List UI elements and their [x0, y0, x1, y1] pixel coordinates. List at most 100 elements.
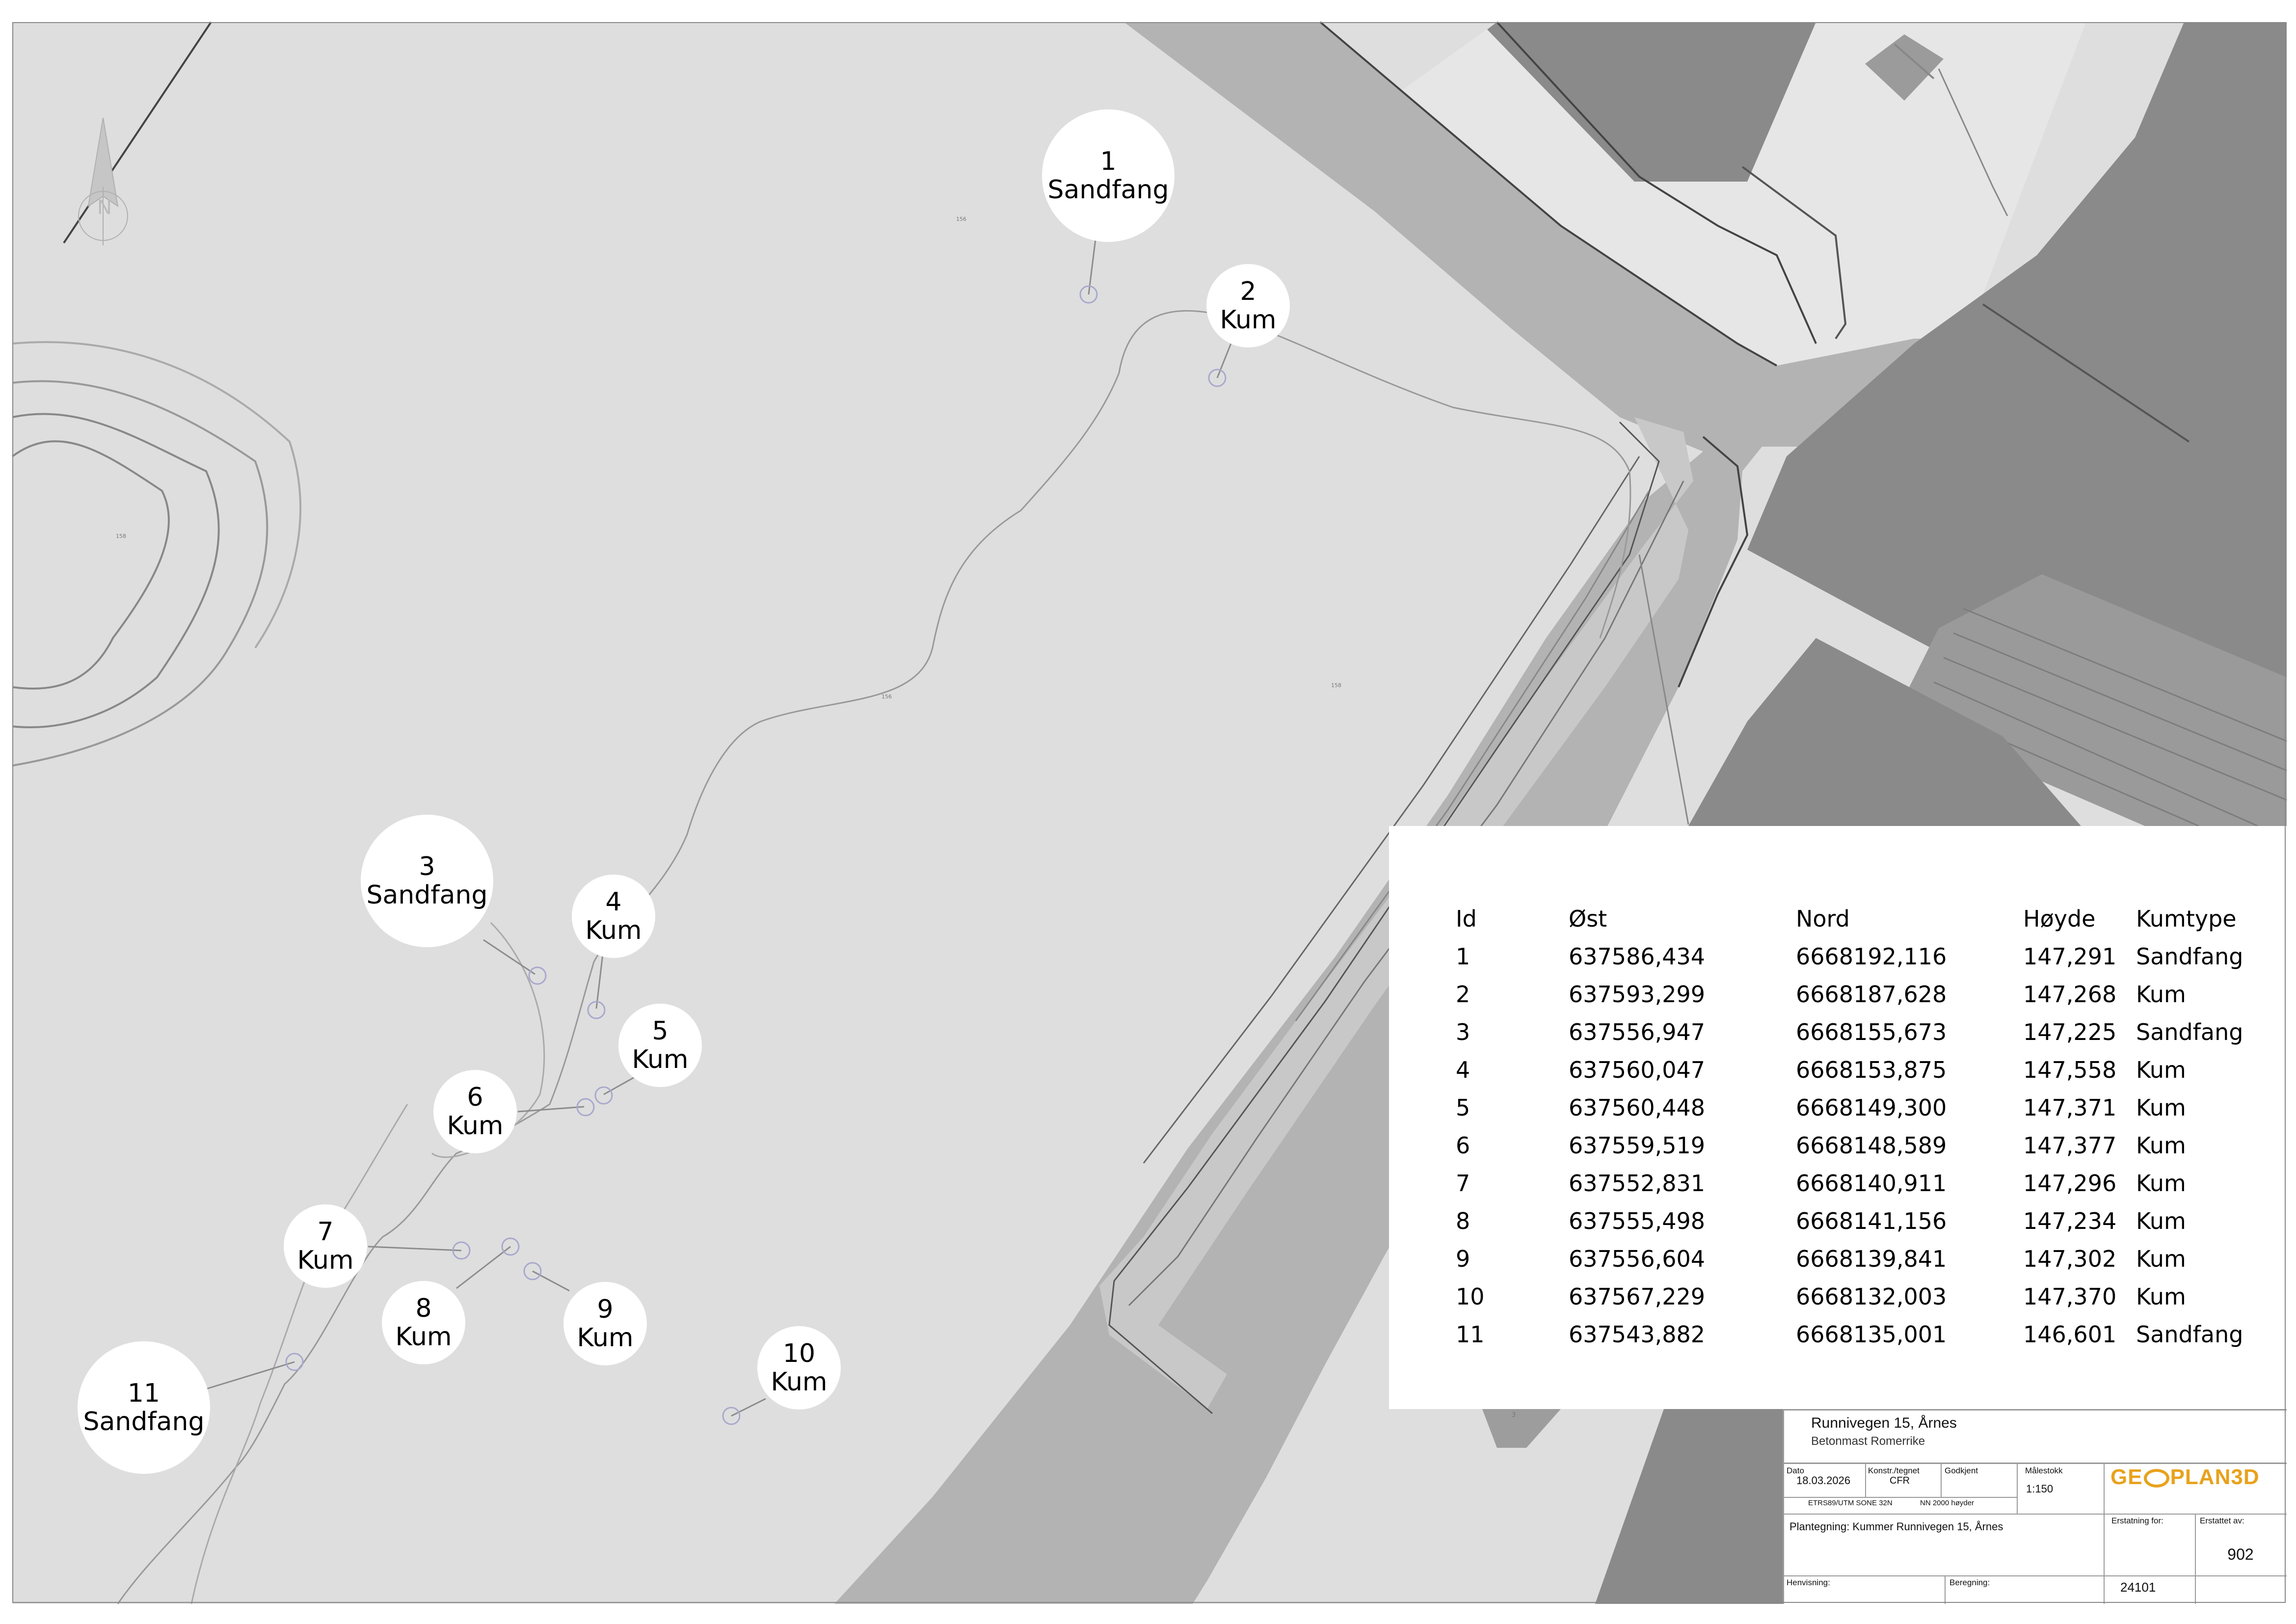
marker-2[interactable]: 2 Kum — [1206, 264, 1290, 347]
tb-line-4 — [1783, 1575, 2287, 1576]
erstattet-label: Erstattet av: — [2200, 1516, 2244, 1525]
cell-kumtype: Kum — [2136, 981, 2186, 1008]
building-small — [1865, 34, 1944, 101]
cell-id: 1 — [1456, 943, 1470, 970]
cell-ost: 637567,229 — [1569, 1283, 1706, 1310]
table-row: 2 637593,299 6668187,628 147,268 Kum — [1456, 975, 2273, 1013]
fence-line — [1143, 456, 1640, 1164]
cell-nord: 6668149,300 — [1796, 1094, 1947, 1121]
cell-ost: 637586,434 — [1569, 943, 1706, 970]
marker-type: Sandfang — [83, 1407, 205, 1437]
tb-border-left — [1783, 1409, 1784, 1604]
cell-id: 4 — [1456, 1056, 1470, 1083]
godkjent-label: Godkjent — [1945, 1466, 1978, 1475]
yard-area — [1350, 22, 2086, 427]
marker-id: 11 — [127, 1378, 160, 1408]
project-name: Runnivegen 15, Årnes — [1811, 1415, 1957, 1431]
tb-vline-1 — [1865, 1463, 1866, 1497]
cell-hoyde: 147,377 — [2023, 1132, 2117, 1159]
road-main — [834, 22, 2002, 1604]
cell-ost: 637555,498 — [1569, 1207, 1706, 1234]
cell-ost: 637552,831 — [1569, 1170, 1706, 1197]
tb-line-1 — [1783, 1463, 2287, 1464]
tb-vline-logo — [2104, 1463, 2105, 1604]
malestokk-label: Målestokk — [2025, 1466, 2063, 1475]
marker-1[interactable]: 1 Sandfang — [1042, 109, 1175, 242]
marker-id: 4 — [605, 887, 622, 917]
cell-id: 2 — [1456, 981, 1470, 1008]
marker-id: 8 — [415, 1293, 432, 1323]
cell-hoyde: 147,302 — [2023, 1245, 2117, 1272]
contour-label: 158 — [1331, 682, 1341, 689]
marker-type: Kum — [447, 1111, 504, 1141]
cell-nord: 6668155,673 — [1796, 1018, 1947, 1045]
marker-type: Kum — [771, 1367, 828, 1397]
header-id: Id — [1456, 905, 1477, 932]
cell-id: 3 — [1456, 1018, 1470, 1045]
marker-11[interactable]: 11 Sandfang — [78, 1341, 210, 1474]
cell-hoyde: 146,601 — [2023, 1321, 2117, 1348]
cell-hoyde: 147,225 — [2023, 1018, 2117, 1045]
north-arrow-icon — [78, 117, 128, 245]
marker-id: 10 — [782, 1338, 816, 1368]
drawing-title: Plantegning: Kummer Runnivegen 15, Årnes — [1789, 1520, 2003, 1533]
road-edge-west2 — [1128, 480, 1684, 1306]
cell-nord: 6668192,116 — [1796, 943, 1947, 970]
marker-id: 7 — [317, 1217, 334, 1247]
fence-line-2 — [1295, 490, 1650, 1021]
cell-nord: 6668153,875 — [1796, 1056, 1947, 1083]
marker-4[interactable]: 4 Kum — [572, 875, 655, 958]
building-north — [1487, 22, 1816, 182]
contour-label: 156 — [956, 216, 966, 222]
marker-id: 3 — [419, 852, 435, 881]
cell-kumtype: Kum — [2136, 1283, 2186, 1310]
cell-nord: 6668132,003 — [1796, 1283, 1947, 1310]
cell-id: 7 — [1456, 1170, 1470, 1197]
tb-line-3 — [1783, 1514, 2287, 1515]
cell-ost: 637593,299 — [1569, 981, 1706, 1008]
marker-id: 1 — [1100, 146, 1117, 176]
cell-nord: 6668187,628 — [1796, 981, 1947, 1008]
marker-6[interactable]: 6 Kum — [433, 1070, 517, 1153]
road-curb-yard — [1496, 21, 1817, 344]
tb-border-top — [1783, 1409, 2287, 1411]
marker-type: Kum — [297, 1246, 354, 1275]
marker-9[interactable]: 9 Kum — [563, 1282, 647, 1365]
tb-line-2 — [1783, 1497, 2017, 1498]
marker-5[interactable]: 5 Kum — [618, 1004, 702, 1087]
building-east-2 — [1895, 574, 2287, 826]
job-number: 24101 — [2120, 1580, 2156, 1595]
cell-nord: 6668141,156 — [1796, 1207, 1947, 1234]
cell-nord: 6668135,001 — [1796, 1321, 1947, 1348]
cell-hoyde: 147,234 — [2023, 1207, 2117, 1234]
header-ost: Øst — [1569, 905, 1607, 932]
marker-7[interactable]: 7 Kum — [284, 1204, 367, 1288]
building-southeast — [1688, 638, 2081, 826]
building-south — [1595, 1409, 1783, 1604]
logo-ring-icon — [2143, 1469, 2169, 1488]
marker-type: Sandfang — [1047, 175, 1169, 205]
marker-10[interactable]: 10 Kum — [757, 1326, 841, 1410]
cell-ost: 637559,519 — [1569, 1132, 1706, 1159]
title-block: Runnivegen 15, Årnes Betonmast Romerrike… — [1783, 1409, 2287, 1604]
malestokk-value: 1:150 — [2026, 1483, 2054, 1495]
parcel-line-north2 — [1938, 68, 2008, 216]
building-south-2 — [1482, 1409, 1561, 1448]
terrain-contours — [11, 341, 302, 767]
parcel-line-north — [1741, 166, 1847, 340]
cell-hoyde: 147,268 — [2023, 981, 2117, 1008]
cell-hoyde: 147,291 — [2023, 943, 2117, 970]
contour-line-east — [1217, 313, 1631, 639]
marker-3[interactable]: 3 Sandfang — [361, 815, 493, 947]
marker-8[interactable]: 8 Kum — [382, 1281, 465, 1364]
cell-kumtype: Kum — [2136, 1245, 2186, 1272]
